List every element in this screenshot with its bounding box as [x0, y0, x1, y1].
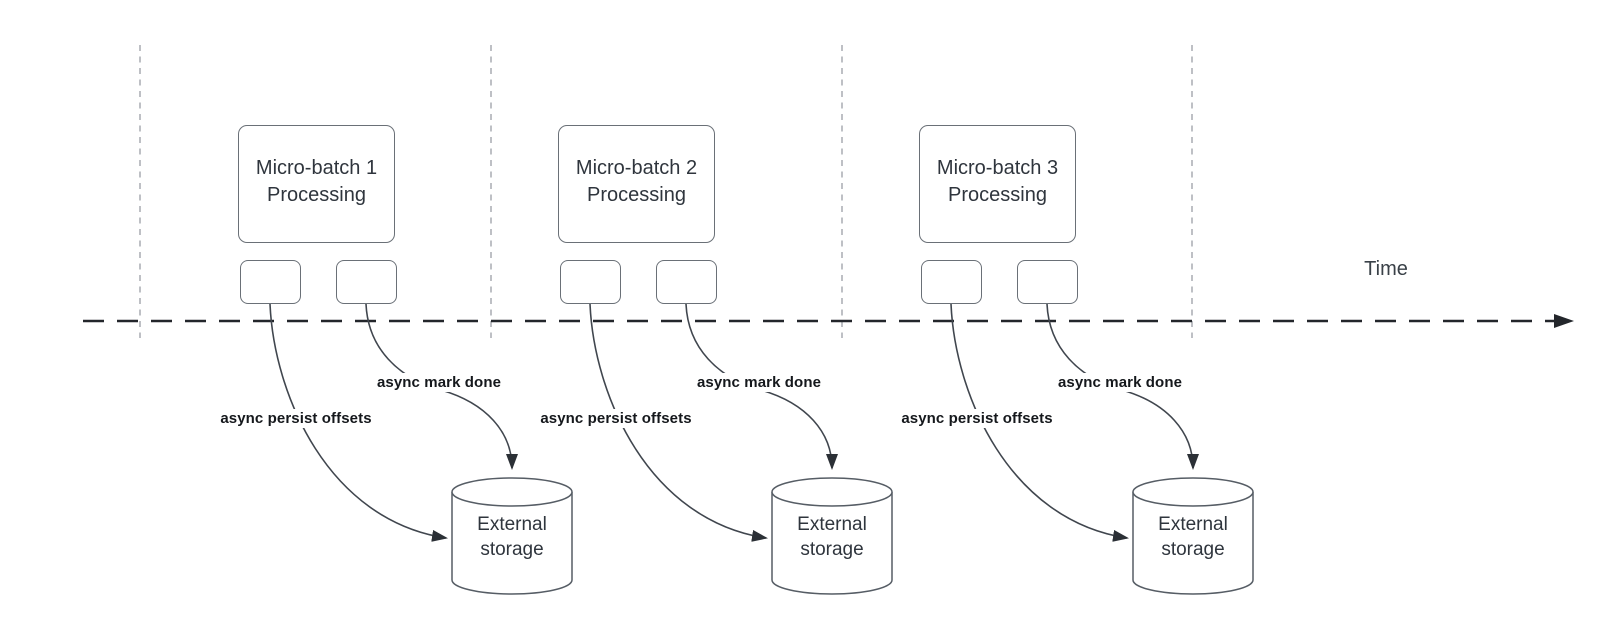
storage-label-line1: External	[477, 514, 547, 535]
micro-batch-title-line1: Micro-batch 1	[255, 157, 378, 179]
offset-checkpoint-box-2	[560, 260, 621, 304]
storage-label-line2: storage	[800, 539, 864, 560]
micro-batch-title-line1: Micro-batch 3	[936, 157, 1059, 179]
micro-batch-title-line2: Processing	[948, 184, 1047, 206]
mark-done-label: async mark done	[693, 373, 825, 392]
storage-cylinder-top-2	[771, 477, 893, 507]
persist-offsets-label: async persist offsets	[217, 409, 375, 428]
storage-label-line1: External	[1158, 514, 1228, 535]
commit-checkpoint-box-2	[656, 260, 717, 304]
storage-cylinder-top-3	[1132, 477, 1254, 507]
micro-batch-2-processing-box: Micro-batch 2 Processing	[558, 125, 715, 243]
external-storage-label-1: External storage	[452, 512, 572, 562]
external-storage-label-2: External storage	[772, 512, 892, 562]
persist-offsets-label: async persist offsets	[537, 409, 695, 428]
storage-label-line2: storage	[480, 539, 544, 560]
micro-batch-3-processing-box: Micro-batch 3 Processing	[919, 125, 1076, 243]
offset-checkpoint-box-1	[240, 260, 301, 304]
micro-batch-title-line2: Processing	[587, 184, 686, 206]
micro-batch-title-line1: Micro-batch 2	[575, 157, 698, 179]
storage-cylinder-body-3	[1132, 492, 1254, 595]
persist-offsets-arrow-1	[269, 303, 448, 542]
storage-label-line1: External	[797, 514, 867, 535]
micro-batch-title-line2: Processing	[267, 184, 366, 206]
micro-batch-1-processing-box: Micro-batch 1 Processing	[238, 125, 395, 243]
external-storage-label-3: External storage	[1133, 512, 1253, 562]
mark-done-label: async mark done	[373, 373, 505, 392]
storage-label-line2: storage	[1161, 539, 1225, 560]
commit-checkpoint-box-3	[1017, 260, 1078, 304]
mark-done-label: async mark done	[1054, 373, 1186, 392]
storage-cylinder-top-1	[451, 477, 573, 507]
persist-offsets-arrow-2	[589, 303, 768, 542]
time-axis-label: Time	[1364, 258, 1408, 280]
persist-offsets-arrow-3	[950, 303, 1129, 542]
offset-checkpoint-box-3	[921, 260, 982, 304]
storage-cylinder-body-1	[451, 492, 573, 595]
storage-cylinder-body-2	[771, 492, 893, 595]
commit-checkpoint-box-1	[336, 260, 397, 304]
persist-offsets-label: async persist offsets	[898, 409, 1056, 428]
